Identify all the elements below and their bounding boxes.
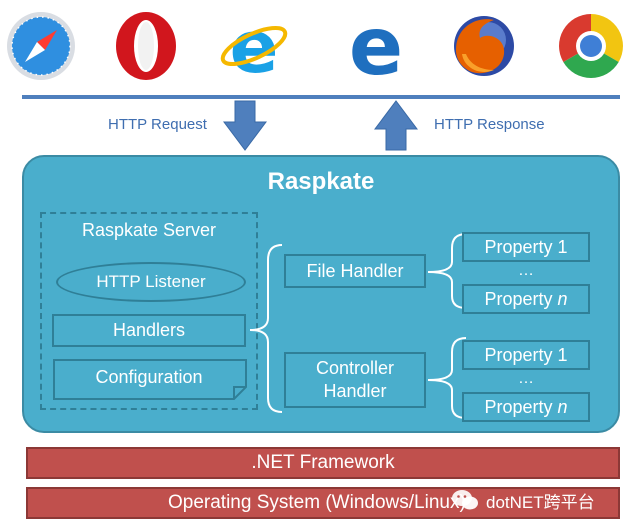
operating-system-label: Operating System (Windows/Linux) [168, 492, 466, 513]
http-listener: HTTP Listener [56, 262, 246, 302]
controller-property-ellipsis: … [518, 370, 534, 387]
operating-system-layer: Operating System (Windows/Linux) [26, 487, 620, 519]
file-property-n-label: Property [484, 288, 558, 309]
handlers-box: Handlers [52, 314, 246, 347]
dotnet-framework-layer: .NET Framework [26, 447, 620, 479]
http-request-arrow [223, 100, 267, 151]
watermark-text: dotNET跨平台 [486, 492, 595, 512]
svg-text:e: e [349, 10, 403, 82]
safari-icon [5, 10, 77, 82]
chrome-icon [555, 10, 627, 82]
configuration-label: Configuration [95, 367, 203, 387]
opera-icon [110, 10, 182, 82]
file-property-n-var: n [557, 288, 568, 309]
controller-handler-box: Controller Handler [284, 352, 426, 408]
raspkate-server-title: Raspkate Server [81, 220, 217, 240]
controller-property-n-label: Property [484, 396, 558, 417]
controller-handler-line2: Handler [323, 381, 387, 401]
file-property-n: Property n [462, 284, 590, 314]
edge-icon: e [340, 0, 412, 93]
watermark: dotNET跨平台 [450, 484, 630, 516]
network-line [22, 95, 620, 99]
http-request-label: HTTP Request [108, 116, 207, 133]
internet-explorer-icon: e [218, 5, 290, 89]
controller-property-1: Property 1 [462, 340, 590, 370]
file-property-1: Property 1 [462, 232, 590, 262]
controller-handler-line1: Controller [315, 358, 395, 378]
http-response-arrow [374, 100, 418, 151]
controller-property-n-var: n [557, 396, 568, 417]
file-property-ellipsis: … [518, 262, 534, 279]
firefox-icon [448, 10, 520, 82]
wechat-icon [452, 490, 478, 510]
http-response-label: HTTP Response [434, 116, 545, 133]
controller-property-n: Property n [462, 392, 590, 422]
raspkate-title: Raspkate [267, 168, 375, 195]
svg-text:e: e [230, 10, 279, 82]
file-handler-box: File Handler [284, 254, 426, 288]
